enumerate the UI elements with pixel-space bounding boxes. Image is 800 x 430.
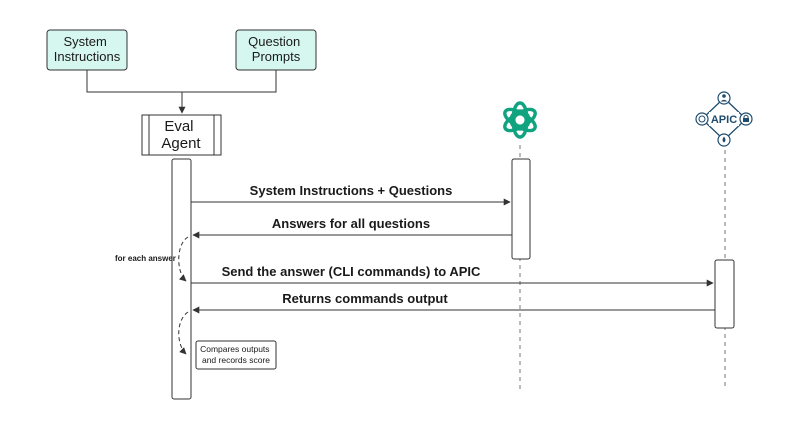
user-icon: [717, 91, 731, 105]
openai-logo-icon: [503, 101, 537, 139]
eval-agent-box: [141, 114, 222, 156]
message-2-label: Answers for all questions: [272, 216, 430, 231]
apic-logo-text: APIC: [711, 114, 737, 126]
gauge-icon: [695, 112, 709, 126]
inputs-connector: [86, 70, 277, 93]
compare-self-arrow: [178, 311, 189, 355]
lock-icon: [739, 112, 753, 126]
loop-self-arrow: [178, 236, 189, 282]
openai-activation: [511, 158, 531, 260]
eval-agent-label: Eval Agent: [161, 118, 201, 152]
message-4-label: Returns commands output: [282, 291, 448, 306]
apic-activation: [714, 259, 735, 329]
compare-note-text: Compares outputs and records score: [200, 344, 272, 365]
loop-label: for each answer: [115, 254, 176, 263]
eval-agent-activation: [171, 158, 192, 400]
message-3-label: Send the answer (CLI commands) to APIC: [222, 264, 481, 279]
question-prompts-label: Question Prompts: [248, 34, 304, 64]
apic-logo: APIC: [695, 91, 753, 147]
system-instructions-label: System Instructions: [54, 34, 121, 64]
drop-icon: [717, 133, 731, 147]
compare-note-box: [195, 340, 277, 370]
message-1-label: System Instructions + Questions: [250, 183, 453, 198]
